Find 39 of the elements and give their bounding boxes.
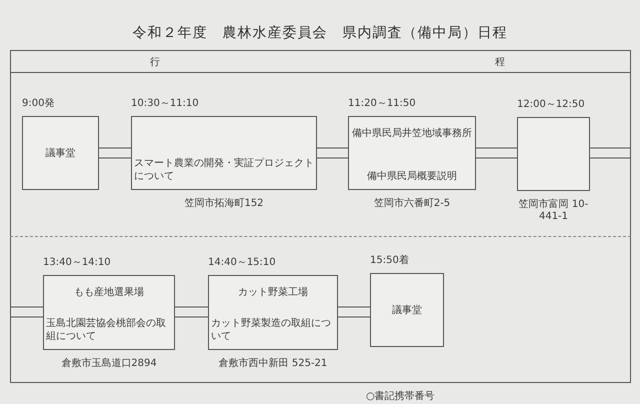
location-box (43, 275, 175, 350)
time-label: 10:30～11:10 (131, 98, 199, 110)
time-label: 11:20～11:50 (348, 98, 416, 110)
address-label: 笠岡市六番町2-5 (372, 198, 452, 210)
visit-topic: 備中県民局概要説明 (366, 170, 458, 183)
column-header: 行 (150, 56, 160, 69)
double-line-connector (98, 148, 132, 158)
double-line-connector (174, 306, 208, 318)
double-line-connector (316, 148, 348, 158)
location-box (517, 117, 590, 191)
place-name: 議事堂 (44, 146, 76, 160)
location-box (348, 116, 476, 190)
time-label: 14:40～15:10 (208, 257, 276, 269)
place-name: もも産地選果場 (73, 286, 145, 299)
visit-topic: 玉島北園芸協会桃部会の取組について (46, 317, 167, 343)
location-box (370, 273, 444, 347)
location-box (22, 116, 99, 190)
page-title: 令和２年度 農林水産委員会 県内調査（備中局）日程 (132, 24, 508, 42)
column-header: 程 (495, 56, 505, 69)
location-box (131, 116, 317, 190)
place-name: 備中県民局井笠地域事務所 (351, 127, 473, 140)
time-label: 12:00～12:50 (517, 99, 585, 111)
time-label: 13:40～14:10 (43, 257, 111, 269)
address-label: 倉敷市西中新田 525-21 (218, 358, 328, 370)
note-text: ○書記携帯番号 (366, 390, 435, 403)
address-label: 笠岡市富岡 10-441-1 (518, 199, 590, 223)
double-line-connector (10, 306, 44, 318)
time-label: 15:50着 (370, 255, 409, 267)
double-line-connector (476, 148, 518, 158)
address-label: 倉敷市玉島道口2894 (60, 358, 158, 370)
location-box (208, 275, 338, 350)
double-line-connector (338, 306, 370, 318)
place-name: 議事堂 (391, 304, 423, 316)
visit-topic: スマート農業の開発・実証プロジェクトについて (134, 157, 314, 183)
place-name: カット野菜工場 (237, 286, 309, 299)
address-label: 笠岡市拓海町152 (183, 198, 265, 210)
time-label: 9:00発 (22, 98, 54, 110)
visit-topic: カット野菜製造の取組について (211, 317, 332, 343)
double-line-connector (590, 148, 632, 158)
